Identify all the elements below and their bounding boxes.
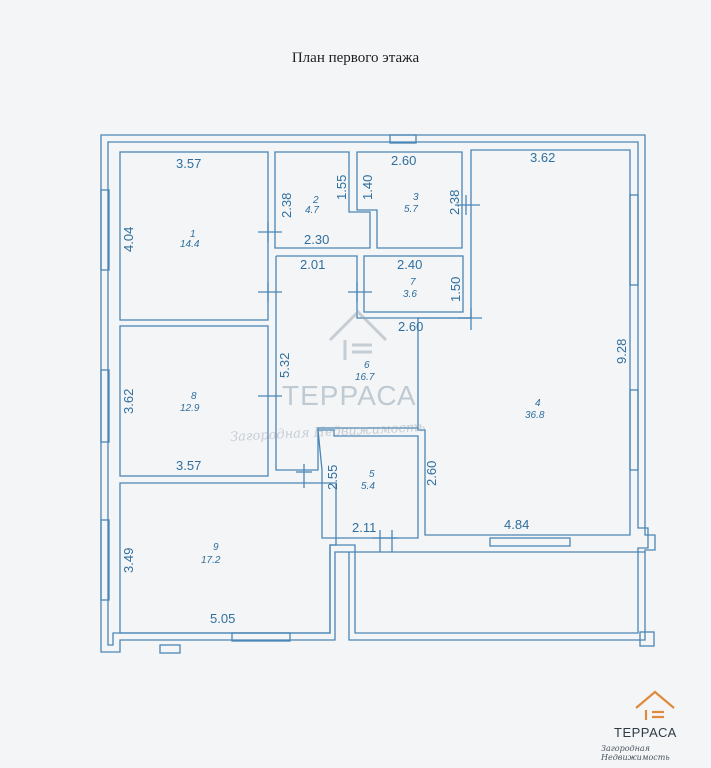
room-2-outline xyxy=(274,151,371,249)
dim-r4-right: 9.28 xyxy=(614,339,629,364)
dim-r6-top: 2.01 xyxy=(300,257,325,272)
window xyxy=(389,134,417,144)
room-8-number: 8 xyxy=(191,391,197,402)
dim-r8-left: 3.62 xyxy=(121,389,136,414)
dim-r1-left: 4.04 xyxy=(121,227,136,252)
dim-r7-top: 2.40 xyxy=(397,257,422,272)
room-7-area: 3.6 xyxy=(403,289,417,300)
dim-r4-top: 3.62 xyxy=(530,150,555,165)
page-title: План первого этажа xyxy=(291,50,420,66)
room-2-number: 2 xyxy=(312,195,319,206)
room-9-area: 17.2 xyxy=(201,555,221,566)
watermark-house-icon xyxy=(328,309,388,360)
logo-house-icon xyxy=(635,690,675,720)
dim-r6-left: 5.32 xyxy=(277,353,292,378)
room-8-outline xyxy=(119,325,269,477)
dim-r7-bottom: 2.60 xyxy=(398,319,423,334)
window xyxy=(100,189,110,271)
dim-r3-left: 1.40 xyxy=(360,175,375,200)
room-4-number: 4 xyxy=(535,398,541,409)
window xyxy=(629,389,639,471)
window xyxy=(100,519,110,601)
room-1-number: 1 xyxy=(190,229,196,240)
room-1-area: 14.4 xyxy=(180,239,200,250)
window xyxy=(159,644,181,654)
room-5-number: 5 xyxy=(369,469,375,480)
logo-title: ТЕРРАСА xyxy=(614,725,677,740)
dim-r3-top: 2.60 xyxy=(391,153,416,168)
room-7-number: 7 xyxy=(410,277,416,288)
dim-r7-right: 1.50 xyxy=(448,277,463,302)
dim-r4-left: 2.60 xyxy=(424,461,439,486)
room-6-number: 6 xyxy=(364,360,370,371)
room-2-area: 4.7 xyxy=(305,205,319,216)
room-7-outline xyxy=(363,255,464,313)
room-3-outline xyxy=(356,151,463,249)
dim-r4-bottom: 4.84 xyxy=(504,517,529,532)
room-9-outline xyxy=(119,482,337,634)
room-8-area: 12.9 xyxy=(180,403,200,414)
window xyxy=(489,537,571,547)
dim-r2-bottom: 2.30 xyxy=(304,232,329,247)
logo-subtitle: Загородная Недвижимость xyxy=(601,744,670,762)
room-5-outline xyxy=(317,429,419,539)
room-6-area: 16.7 xyxy=(355,372,375,383)
corridor-wall xyxy=(275,256,418,471)
room-5-area: 5.4 xyxy=(361,481,375,492)
dim-r9-bottom: 5.05 xyxy=(210,611,235,626)
window xyxy=(629,194,639,286)
room-9-number: 9 xyxy=(213,542,219,553)
dim-r9-left: 3.49 xyxy=(121,548,136,573)
outer-wall-inner xyxy=(107,141,649,646)
column xyxy=(639,631,655,647)
room-3-number: 3 xyxy=(413,192,419,203)
dim-r8-bottom: 3.57 xyxy=(176,458,201,473)
window xyxy=(100,369,110,443)
dim-r5-bottom: 2.11 xyxy=(352,520,376,535)
outer-wall xyxy=(100,134,656,653)
dim-r5-left: 2.55 xyxy=(325,465,340,490)
window xyxy=(231,632,291,642)
dim-r3-right: 2.38 xyxy=(447,190,462,215)
room-4-area: 36.8 xyxy=(525,410,545,421)
dim-r1-top: 3.57 xyxy=(176,156,201,171)
room-3-area: 5.7 xyxy=(404,204,418,215)
dim-r2-left: 2.38 xyxy=(279,193,294,218)
dim-r2-right: 1.55 xyxy=(334,175,349,200)
